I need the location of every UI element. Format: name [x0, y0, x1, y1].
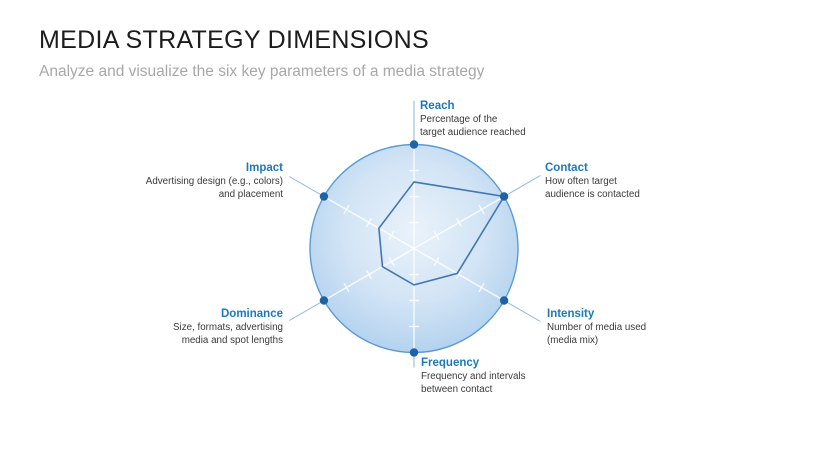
axis-desc-intensity: Number of media used (media mix) [547, 322, 647, 346]
axis-endpoint-dot [319, 296, 329, 305]
radar-tick [388, 230, 395, 241]
label-connector-line [503, 300, 541, 322]
radar-tick [343, 282, 350, 293]
axis-endpoint-dot [409, 140, 419, 149]
axis-endpoint-dot [499, 192, 509, 201]
axis-label-contact: Contact How often target audience is con… [545, 161, 715, 201]
radar-tick [455, 269, 463, 280]
axis-desc-dominance: Size, formats, advertising media and spo… [173, 322, 283, 346]
label-connector-line [289, 176, 325, 197]
axis-label-frequency: Frequency Frequency and intervals betwee… [421, 356, 591, 396]
axis-heading-impact: Impact [245, 162, 283, 174]
axis-label-reach: Reach Percentage of the target audience … [420, 99, 590, 139]
radar-tick [433, 230, 440, 241]
radar-tick [478, 204, 485, 215]
axis-endpoint-dot [319, 192, 329, 201]
axis-label-impact: Impact Advertising design (e.g., colors)… [113, 161, 283, 201]
slide-subtitle: Analyze and visualize the six key parame… [39, 63, 485, 80]
label-connector-line [503, 175, 541, 197]
axis-heading-dominance: Dominance [221, 308, 283, 320]
axis-label-dominance: Dominance Size, formats, advertising med… [113, 307, 283, 347]
axis-desc-contact: How often target audience is contacted [545, 176, 640, 200]
axis-heading-intensity: Intensity [547, 308, 595, 320]
radar-tick [365, 217, 373, 228]
axis-desc-reach: Percentage of the target audience reache… [420, 114, 526, 138]
axis-heading-contact: Contact [545, 162, 588, 174]
radar-tick [433, 256, 440, 267]
axis-endpoint-dot [499, 296, 509, 305]
axis-desc-frequency: Frequency and intervals between contact [421, 371, 526, 395]
axis-heading-reach: Reach [420, 100, 455, 112]
radar-tick [365, 269, 373, 280]
label-connector-line [289, 300, 325, 321]
radar-tick [388, 256, 395, 267]
axis-label-intensity: Intensity Number of media used (media mi… [547, 307, 717, 347]
slide-title: MEDIA STRATEGY DIMENSIONS [39, 26, 429, 54]
radar-tick [478, 282, 485, 293]
axis-desc-impact: Advertising design (e.g., colors) and pl… [145, 176, 283, 200]
axis-heading-frequency: Frequency [421, 357, 480, 369]
axis-endpoint-dot [409, 348, 419, 357]
radar-tick [455, 217, 463, 228]
radar-tick [343, 204, 350, 215]
